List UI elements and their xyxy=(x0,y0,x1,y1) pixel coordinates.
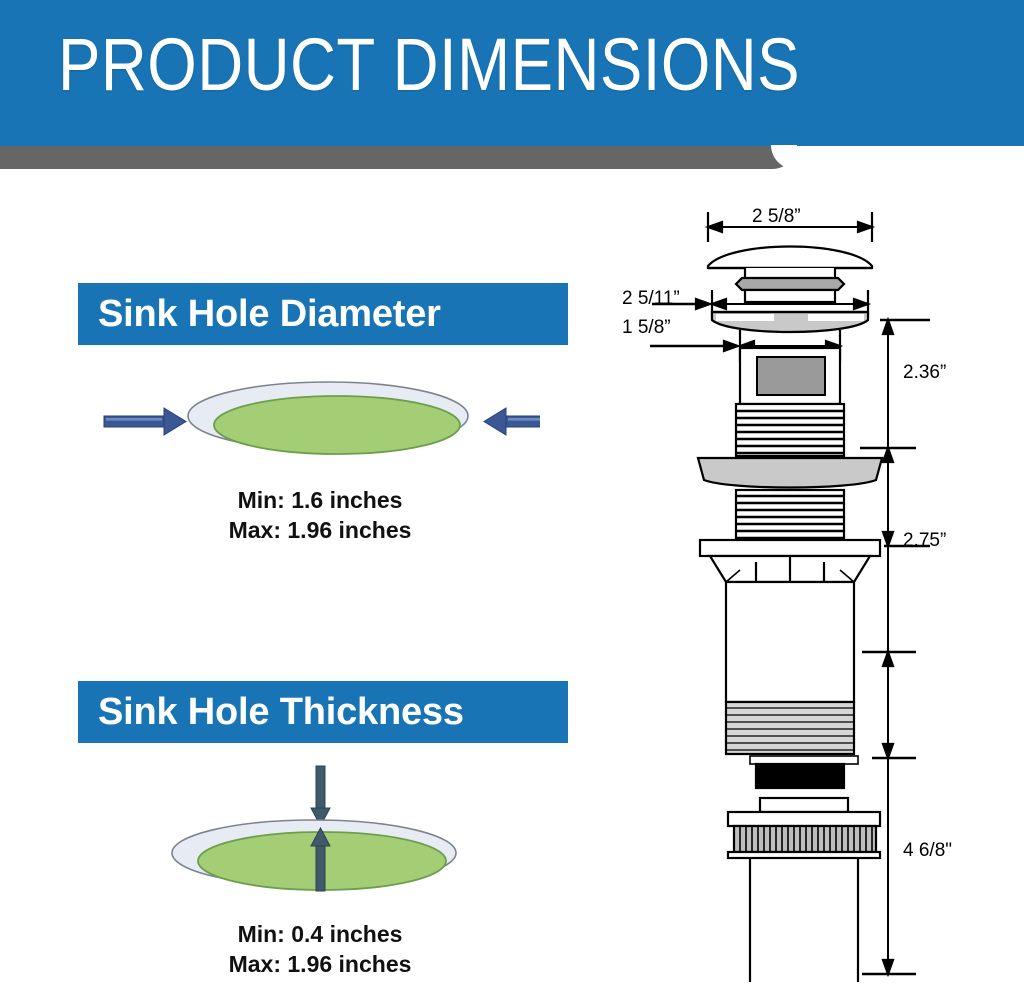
caption-sink-hole-diameter: Min: 1.6 inches Max: 1.96 inches xyxy=(110,486,530,546)
dimension-label-middle-height: 2.75” xyxy=(903,530,947,551)
dimension-label-cap-width: 2 5/8” xyxy=(752,206,801,227)
caption-sink-hole-thickness: Min: 0.4 inches Max: 1.96 inches xyxy=(110,920,530,980)
header-banner: PRODUCT DIMENSIONS xyxy=(0,0,1024,146)
threaded-band-upper xyxy=(734,402,846,458)
caption-min: Min: 1.6 inches xyxy=(237,487,403,513)
header-shadow-corner xyxy=(752,145,797,170)
dimension-label-flange-outer: 2 5/11” xyxy=(622,288,680,309)
dimension-label-flange-inner: 1 5/8” xyxy=(622,317,671,338)
stopper-cap-dome xyxy=(706,245,874,304)
upper-flange-plate xyxy=(710,310,870,334)
dimension-label-upper-height: 2.36” xyxy=(903,362,947,383)
section-badge-label: Sink Hole Diameter xyxy=(98,292,441,335)
illustration-sink-hole-thickness xyxy=(100,758,540,908)
arrow-left-inward xyxy=(103,407,187,436)
inner-hole-ellipse xyxy=(213,395,461,455)
threaded-band-lower xyxy=(734,488,846,542)
illustration-sink-hole-diameter xyxy=(100,378,569,468)
caption-min: Min: 0.4 inches xyxy=(237,921,403,947)
section-badge-sink-hole-diameter: Sink Hole Diameter xyxy=(78,283,568,345)
caption-max: Max: 1.96 inches xyxy=(228,950,412,977)
drain-barrel xyxy=(724,580,856,704)
lower-rim-plate xyxy=(698,538,882,558)
black-gasket-block xyxy=(749,755,859,790)
arrow-down-above-rim xyxy=(310,765,331,828)
arrow-right-inward xyxy=(483,407,569,436)
header-shadow-bar xyxy=(0,146,772,169)
tailpiece-tube xyxy=(748,858,860,982)
dimension-line-tube-height xyxy=(862,648,916,978)
dimension-label-tube-height: 4 6/8" xyxy=(903,840,953,861)
coupling-nut-collar xyxy=(726,796,882,860)
hex-nut xyxy=(708,554,872,584)
dimension-line-cap-width xyxy=(704,212,876,242)
section-badge-label: Sink Hole Thickness xyxy=(98,690,464,733)
mid-flange-washer xyxy=(696,456,884,489)
page-title: PRODUCT DIMENSIONS xyxy=(58,23,801,106)
section-badge-sink-hole-thickness: Sink Hole Thickness xyxy=(78,681,568,743)
arrow-up-inside-hole xyxy=(310,826,331,892)
knurled-band-barrel xyxy=(724,700,856,756)
caption-max: Max: 1.96 inches xyxy=(228,516,412,543)
technical-drawing-pop-up-drain xyxy=(600,190,1024,982)
drain-body-upper xyxy=(738,346,842,406)
